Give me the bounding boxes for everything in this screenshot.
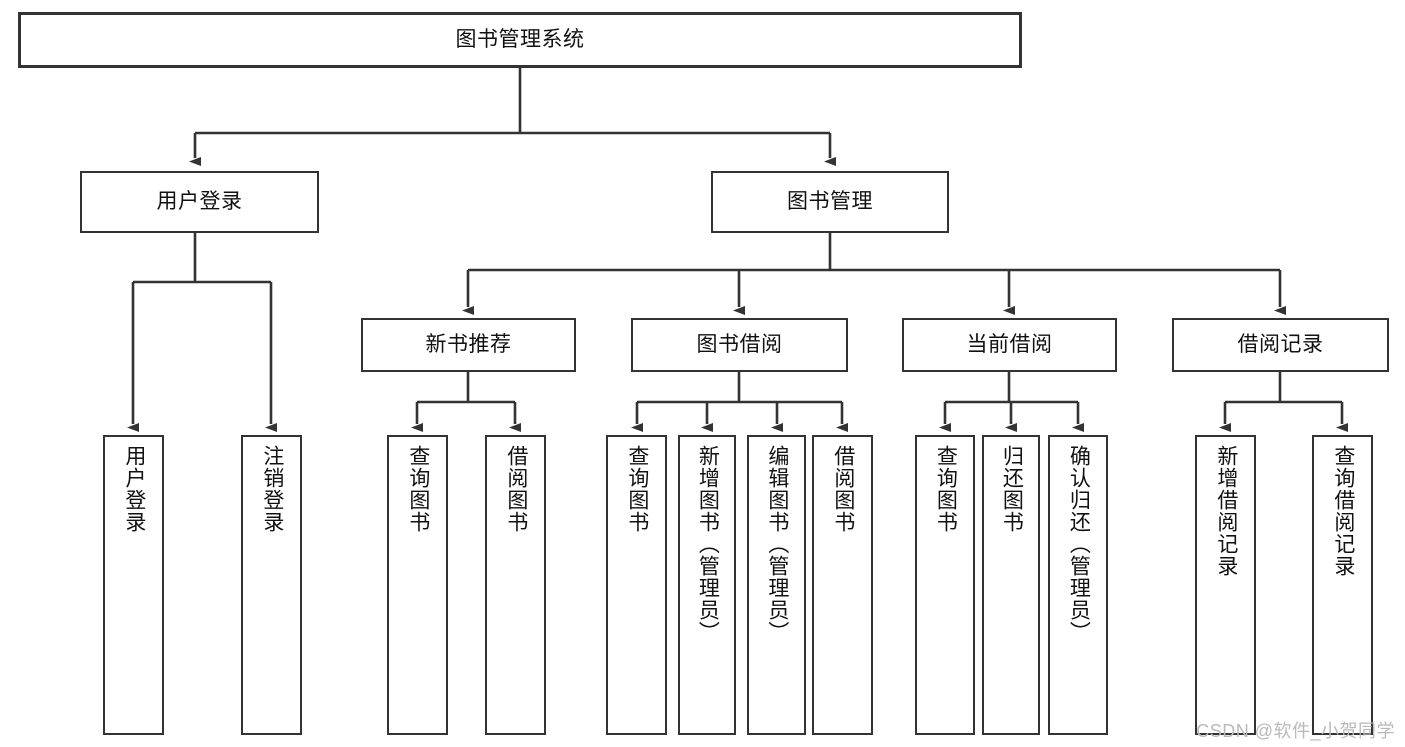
leaf-borrow-borrow-book-label: 借阅图书: [831, 445, 855, 533]
node-borrow-record-label: 借阅记录: [1237, 333, 1324, 357]
leaf-recommend-borrow-book-label: 借阅图书: [504, 445, 528, 533]
node-user-login-label: 用户登录: [156, 190, 243, 214]
leaf-current-return-book[interactable]: 归还图书: [982, 435, 1040, 735]
leaf-record-add-record-label: 新增借阅记录: [1214, 445, 1238, 577]
leaf-recommend-query-book-label: 查询图书: [406, 445, 430, 533]
leaf-current-query-book-label: 查询图书: [934, 445, 958, 533]
leaf-record-query-record[interactable]: 查询借阅记录: [1312, 435, 1373, 735]
node-root-label: 图书管理系统: [455, 28, 585, 52]
leaf-borrow-edit-book-admin-label: 编辑图书（管理员）: [765, 445, 789, 643]
leaf-borrow-edit-book-admin[interactable]: 编辑图书（管理员）: [747, 435, 806, 735]
node-current-borrow[interactable]: 当前借阅: [902, 318, 1117, 372]
leaf-borrow-add-book-admin[interactable]: 新增图书（管理员）: [678, 435, 736, 735]
leaf-current-confirm-return-admin[interactable]: 确认归还（管理员）: [1048, 435, 1108, 735]
node-book-management[interactable]: 图书管理: [711, 171, 949, 233]
leaf-record-add-record[interactable]: 新增借阅记录: [1195, 435, 1256, 735]
node-current-borrow-label: 当前借阅: [966, 333, 1053, 357]
leaf-recommend-borrow-book[interactable]: 借阅图书: [485, 435, 546, 735]
leaf-recommend-query-book[interactable]: 查询图书: [387, 435, 448, 735]
leaf-user-login-signout[interactable]: 注销登录: [241, 435, 302, 735]
leaf-user-login-signin-label: 用户登录: [122, 445, 146, 533]
node-book-borrow[interactable]: 图书借阅: [631, 318, 848, 372]
node-user-login[interactable]: 用户登录: [80, 171, 319, 233]
leaf-borrow-add-book-admin-label: 新增图书（管理员）: [696, 445, 720, 643]
node-root[interactable]: 图书管理系统: [18, 12, 1022, 68]
leaf-record-query-record-label: 查询借阅记录: [1331, 445, 1355, 577]
leaf-borrow-borrow-book[interactable]: 借阅图书: [812, 435, 873, 735]
node-new-book-recommend[interactable]: 新书推荐: [361, 318, 576, 372]
node-borrow-record[interactable]: 借阅记录: [1172, 318, 1389, 372]
leaf-current-query-book[interactable]: 查询图书: [915, 435, 975, 735]
leaf-user-login-signout-label: 注销登录: [260, 445, 284, 533]
node-new-book-recommend-label: 新书推荐: [425, 333, 512, 357]
node-book-borrow-label: 图书借阅: [696, 333, 783, 357]
node-book-management-label: 图书管理: [787, 190, 873, 214]
leaf-current-return-book-label: 归还图书: [1000, 445, 1024, 533]
leaf-user-login-signin[interactable]: 用户登录: [103, 435, 164, 735]
leaf-borrow-query-book-label: 查询图书: [625, 445, 649, 533]
leaf-current-confirm-return-admin-label: 确认归还（管理员）: [1067, 445, 1091, 643]
leaf-borrow-query-book[interactable]: 查询图书: [606, 435, 667, 735]
